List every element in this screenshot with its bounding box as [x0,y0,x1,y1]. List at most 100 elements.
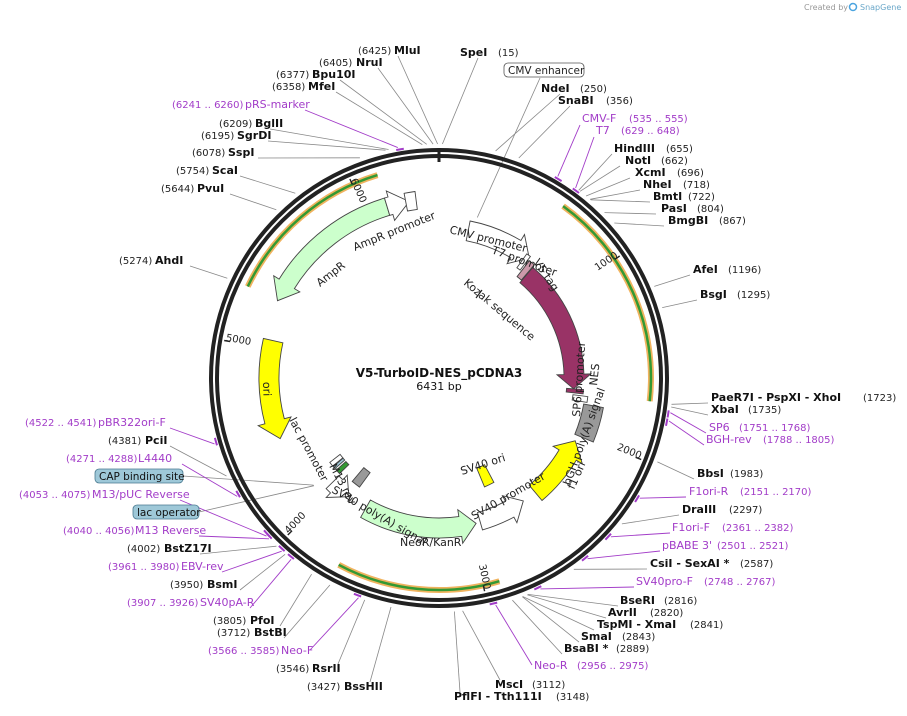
enzyme-name: SspI [228,146,254,159]
enzyme-pos: (722) [688,192,715,203]
leader-line [190,266,227,278]
primer-name: pRS-marker [245,98,310,111]
snapgene-logo-icon [850,4,857,11]
leader-line [580,166,620,191]
enzyme-pos: (1196) [728,265,761,276]
ori-label: ori [260,382,273,397]
primer-range: (2956 .. 2975) [577,661,649,672]
leader-line [662,300,697,308]
primer-leader-line [670,413,706,433]
primer-leader-line [576,137,594,188]
primer-leader-line [558,125,580,176]
tick-label: 5000 [225,333,252,348]
ampr-label: AmpR [314,259,348,290]
sv40-polya-block [352,468,370,488]
enzyme-pos: (6195) [201,131,234,142]
enzyme-name: BssHII [344,680,383,693]
enzyme-pos: (356) [606,96,633,107]
primer-leader-line [540,587,634,589]
primer-arc [215,438,217,445]
enzyme-pos: (3805) [213,616,246,627]
primer-arc [668,410,669,417]
enzyme-name: BsgI [700,288,727,301]
primer-arc [490,603,498,605]
primer-range: (2501 .. 2521) [717,541,789,552]
leader-line [605,213,657,214]
enzyme-pos: (1983) [730,469,763,480]
enzyme-pos: (5274) [119,256,152,267]
cmv-enhancer-label: CMV enhancer [508,65,585,77]
leader-line [622,515,679,524]
leader-line [240,554,285,590]
enzyme-pos: (2816) [664,596,697,607]
primer-name: M13/pUC Reverse [92,488,190,501]
enzyme-pos: (3950) [170,580,203,591]
enzyme-pos: (5644) [161,184,194,195]
enzyme-pos: (5754) [176,166,209,177]
leader-line [338,600,365,664]
enzyme-pos: (6078) [192,148,225,159]
primer-leader-line [669,421,704,445]
primer-name: F1ori-F [672,521,710,534]
enzyme-name: PciI [145,434,167,447]
primer-range: (629 .. 648) [621,126,680,137]
primer-leader-line [305,110,398,148]
enzyme-name: PvuI [197,182,224,195]
leader-line [528,594,618,606]
enzyme-name: RsrII [312,662,341,675]
primer-name: EBV-rev [181,560,224,573]
tick-label: 2000 [615,442,643,462]
enzyme-pos: (1723) [863,393,896,404]
cap-binding-site-label: CAP binding site [99,471,185,483]
leader-line [672,403,709,404]
primer-range: (1788 .. 1805) [763,435,835,446]
enzyme-name: MfeI [308,80,335,93]
tick-label: 4000 [283,510,309,536]
credit-prefix: Created by [804,3,848,12]
primer-range: (3566 .. 3585) [208,646,280,657]
enzyme-pos: (867) [719,216,746,227]
primer-range: (2361 .. 2382) [722,523,794,534]
nes-label: NES [587,363,602,386]
enzyme-name: BsmI [207,578,238,591]
leader-line [284,585,330,638]
leader-line [527,595,606,618]
enzyme-name: MluI [394,44,421,57]
tick-label: 1000 [593,250,620,273]
enzyme-name: DraIII [682,503,716,516]
enzyme-pos: (1295) [737,290,770,301]
enzyme-name: AhdI [155,254,183,267]
leader-line [579,154,612,190]
enzyme-name: BstZ17I [164,542,212,555]
ampr-promoter-tail [404,192,417,212]
enzyme-name: AfeI [693,263,718,276]
leader-line [463,611,500,680]
leader-line [591,200,650,202]
enzyme-name: BmgBI [668,214,708,227]
leader-line [183,476,314,485]
primer-name: Neo-F [281,644,313,657]
enzyme-name: XbaI [711,403,739,416]
cap-binding-site-box: CAP binding site [95,469,185,483]
enzyme-name: PflFI - Tth111I [454,690,542,703]
lac-promoter-label: lac promoter [286,415,331,484]
leader-line [477,78,540,218]
primer-leader-line [310,598,359,650]
leader-line [671,407,708,415]
enzyme-pos: (4381) [108,436,141,447]
primer-range: (4522 .. 4541) [25,418,97,429]
primer-name: F1ori-R [689,485,729,498]
enzyme-name: BbsI [697,467,724,480]
leader-line [270,129,389,150]
leader-line [230,194,276,210]
enzyme-pos: (1735) [748,405,781,416]
primer-name: Neo-R [534,659,568,672]
enzyme-pos: (3148) [556,692,589,703]
primer-name: BGH-rev [706,433,752,446]
primer-leader-line [199,536,269,539]
primer-range: (535 .. 555) [629,114,688,125]
enzyme-name: CsiI - SexAI * [650,557,730,570]
primer-range: (4271 .. 4288) [66,454,138,465]
primer-range: (4053 .. 4075) [19,490,91,501]
